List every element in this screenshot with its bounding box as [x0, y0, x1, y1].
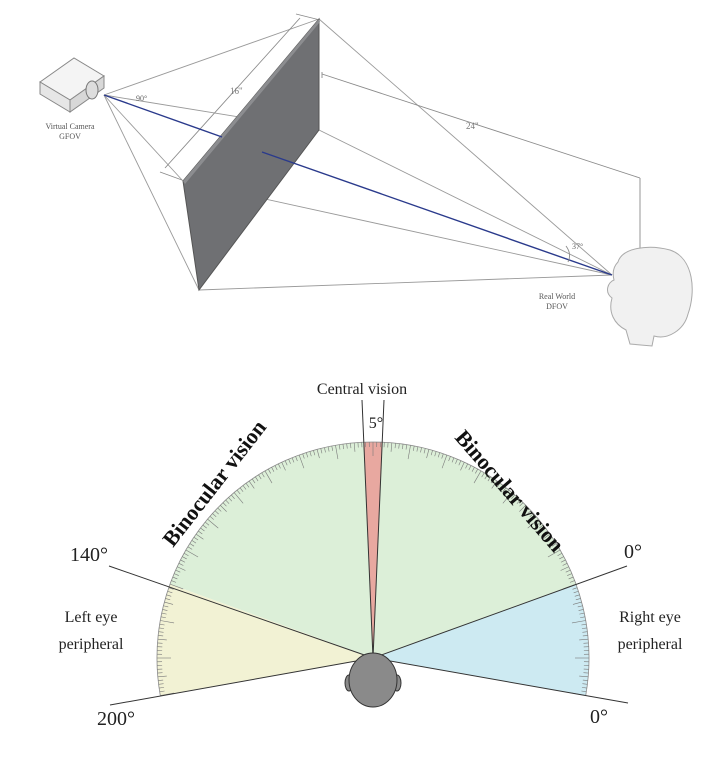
left-top-angle-label: 140°: [70, 544, 108, 566]
left-bottom-angle-label: 200°: [97, 708, 135, 730]
camera-label-line2: GFOV: [59, 132, 81, 141]
distance-label: 24": [466, 121, 479, 131]
camera-angle-label: 90°: [136, 94, 147, 103]
right-top-angle-label: 0°: [624, 541, 642, 563]
bottom-diagram: Central vision 5° Binocular vision Binoc…: [59, 381, 683, 730]
viewer-label-line2: DFOV: [546, 302, 568, 311]
right-bottom-angle-label: 0°: [590, 706, 608, 728]
right-peripheral-line1: Right eye: [619, 609, 681, 626]
left-peripheral-line2: peripheral: [59, 636, 124, 653]
right-peripheral-line2: peripheral: [618, 636, 683, 653]
distance-dimension: [322, 72, 640, 268]
camera-label-line1: Virtual Camera: [45, 122, 95, 131]
left-peripheral-line1: Left eye: [65, 609, 118, 626]
viewer-label-line1: Real World: [539, 292, 575, 301]
viewer-sightline: [262, 152, 612, 275]
screen-size-label: 16": [230, 86, 243, 96]
camera-icon: [40, 58, 104, 112]
top-diagram: Virtual Camera GFOV 90° 16" 24" 37° Real…: [40, 14, 692, 346]
central-angle-label: 5°: [369, 415, 383, 432]
central-vision-title: Central vision: [317, 381, 407, 398]
viewer-head-icon: [608, 247, 693, 346]
eye-angle-label: 37°: [572, 242, 583, 251]
